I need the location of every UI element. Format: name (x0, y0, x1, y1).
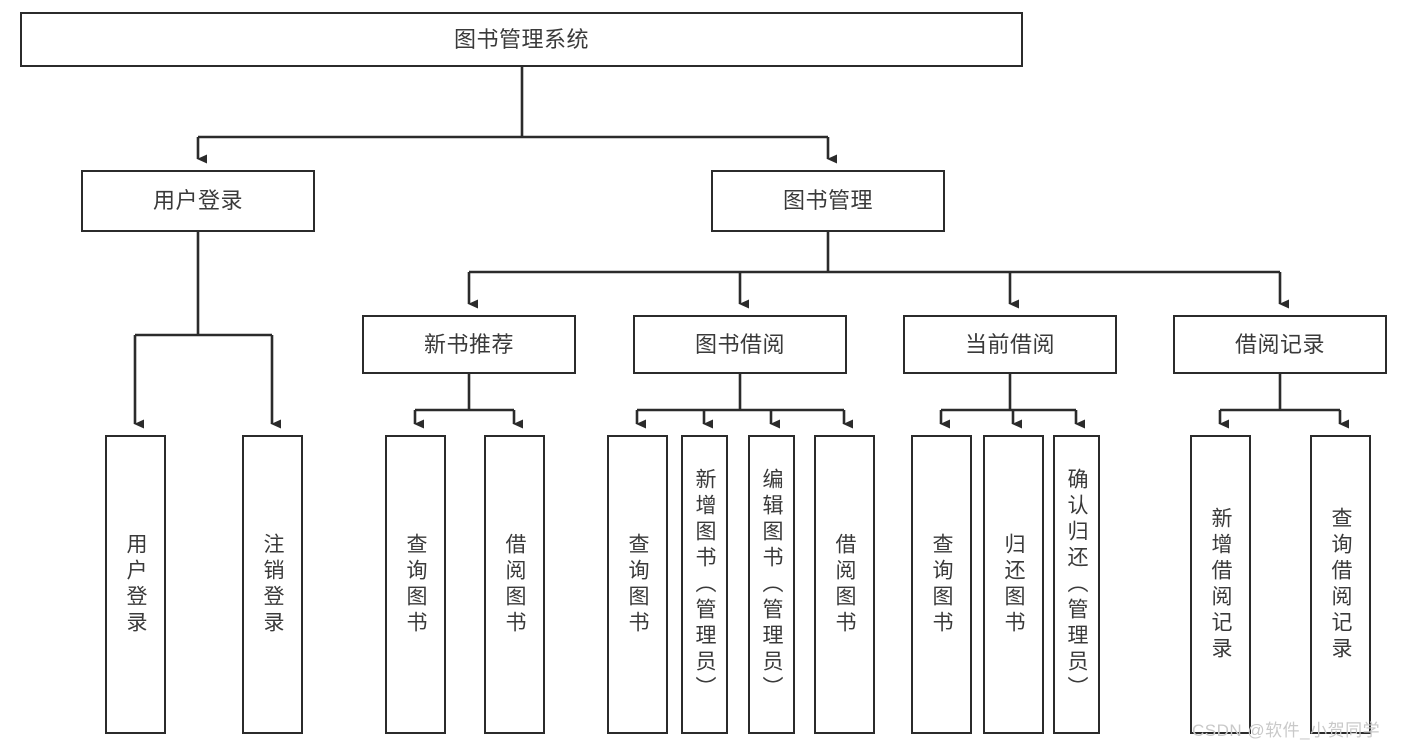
node-label: 图书管理 (782, 188, 873, 214)
node-label: 新增图书（管理员） (693, 467, 716, 702)
node-book-borrow[interactable]: 图书借阅 (633, 315, 847, 374)
node-label: 编辑图书（管理员） (760, 467, 783, 702)
node-leaf-query-book-2[interactable]: 查询图书 (607, 435, 668, 734)
node-label: 当前借阅 (964, 331, 1055, 357)
node-label: 图书借阅 (694, 331, 785, 357)
node-leaf-edit-book[interactable]: 编辑图书（管理员） (748, 435, 795, 734)
node-label: 图书管理系统 (453, 26, 589, 52)
node-user-login[interactable]: 用户登录 (81, 170, 315, 232)
node-leaf-user-login[interactable]: 用户登录 (105, 435, 166, 734)
node-leaf-return-book[interactable]: 归还图书 (983, 435, 1044, 734)
node-label: 注销登录 (261, 532, 284, 637)
node-book-manage[interactable]: 图书管理 (711, 170, 945, 232)
node-label: 归还图书 (1002, 532, 1025, 637)
node-leaf-borrow-book-1[interactable]: 借阅图书 (484, 435, 545, 734)
node-label: 查询图书 (626, 532, 649, 637)
node-leaf-confirm-return[interactable]: 确认归还（管理员） (1053, 435, 1100, 734)
node-leaf-query-book-3[interactable]: 查询图书 (911, 435, 972, 734)
node-borrow-record[interactable]: 借阅记录 (1173, 315, 1387, 374)
node-label: 用户登录 (124, 532, 147, 637)
node-label: 借阅图书 (503, 532, 526, 637)
node-label: 借阅图书 (833, 532, 856, 637)
edge-group (133, 67, 1349, 429)
node-label: 借阅记录 (1234, 331, 1325, 357)
node-label: 新增借阅记录 (1209, 506, 1232, 663)
node-leaf-logout[interactable]: 注销登录 (242, 435, 303, 734)
node-label: 新书推荐 (423, 331, 514, 357)
node-new-book-rec[interactable]: 新书推荐 (362, 315, 576, 374)
node-label: 查询借阅记录 (1329, 506, 1352, 663)
node-leaf-query-book-1[interactable]: 查询图书 (385, 435, 446, 734)
node-leaf-borrow-book-2[interactable]: 借阅图书 (814, 435, 875, 734)
node-label: 查询图书 (404, 532, 427, 637)
node-label: 查询图书 (930, 532, 953, 637)
node-current-borrow[interactable]: 当前借阅 (903, 315, 1117, 374)
node-leaf-add-record[interactable]: 新增借阅记录 (1190, 435, 1251, 734)
node-label: 用户登录 (152, 188, 243, 214)
node-label: 确认归还（管理员） (1065, 467, 1088, 702)
node-leaf-query-record[interactable]: 查询借阅记录 (1310, 435, 1371, 734)
node-leaf-add-book[interactable]: 新增图书（管理员） (681, 435, 728, 734)
node-root[interactable]: 图书管理系统 (20, 12, 1023, 67)
